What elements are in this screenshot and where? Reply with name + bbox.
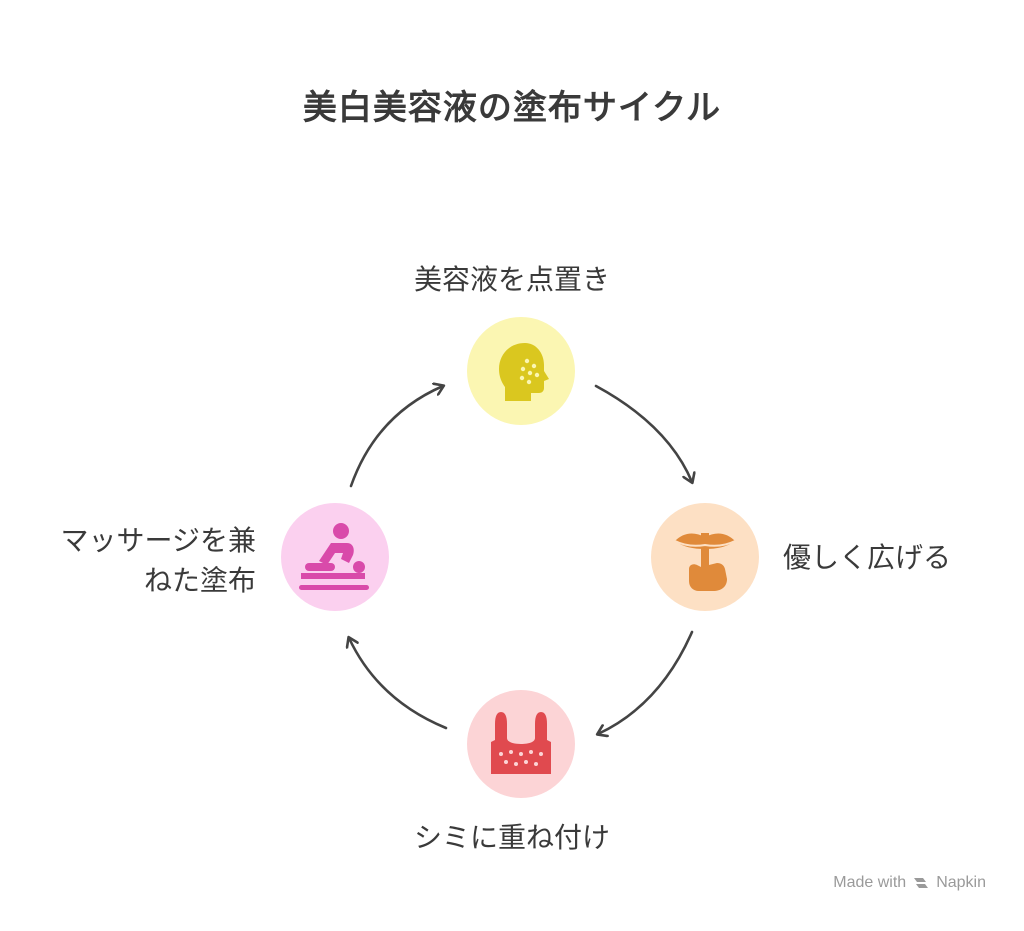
arrow-top-to-right bbox=[594, 384, 692, 482]
watermark-brand: Napkin bbox=[936, 874, 986, 891]
step-node-top bbox=[467, 317, 575, 425]
napkin-watermark[interactable]: Made with Napkin bbox=[833, 874, 986, 892]
page-title: 美白美容液の塗布サイクル bbox=[302, 88, 722, 128]
massage-icon bbox=[299, 523, 369, 590]
watermark-prefix: Made with bbox=[833, 874, 907, 891]
step-label-left-line2: ねた塗布 bbox=[143, 564, 256, 597]
arrow-left-to-top bbox=[349, 386, 443, 488]
arrow-right-to-bottom bbox=[598, 630, 694, 734]
arrow-bottom-to-left bbox=[349, 638, 448, 730]
step-label-left: マッサージを兼 ねた塗布 bbox=[61, 521, 256, 601]
finger-lips-icon bbox=[674, 533, 736, 591]
step-node-left bbox=[281, 503, 389, 611]
step-label-top: 美容液を点置き bbox=[413, 263, 610, 296]
step-label-right: 優しく広げる bbox=[783, 541, 952, 574]
skin-layers-icon bbox=[491, 712, 551, 774]
step-node-right bbox=[651, 503, 759, 611]
napkin-logo-icon bbox=[914, 878, 929, 888]
face-dots-icon bbox=[499, 343, 549, 401]
step-label-left-line1: マッサージを兼 bbox=[60, 524, 256, 557]
step-node-bottom bbox=[467, 690, 575, 798]
step-label-bottom: シミに重ね付け bbox=[413, 821, 610, 854]
